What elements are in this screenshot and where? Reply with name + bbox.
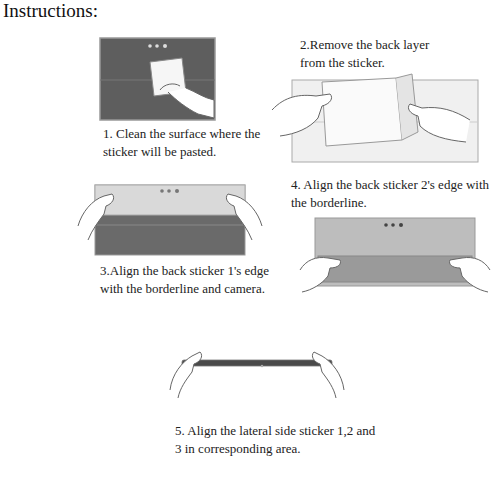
step1-illustration: [100, 38, 215, 120]
step2-illustration: [272, 74, 478, 162]
title: Instructions:: [3, 0, 98, 22]
step3-illustration: [78, 185, 262, 255]
step5-illustration: [170, 352, 344, 398]
step-text: 2.Remove the back layer from the sticker…: [300, 36, 452, 71]
step-text: 4. Align the back sticker 2's edge with …: [291, 176, 497, 211]
step-text: 1. Clean the surface where the sticker w…: [103, 125, 271, 160]
step-text: 3.Align the back sticker 1's edge with t…: [100, 262, 286, 297]
step-text: 5. Align the lateral side sticker 1,2 an…: [175, 422, 385, 457]
step4-illustration: [300, 218, 490, 292]
